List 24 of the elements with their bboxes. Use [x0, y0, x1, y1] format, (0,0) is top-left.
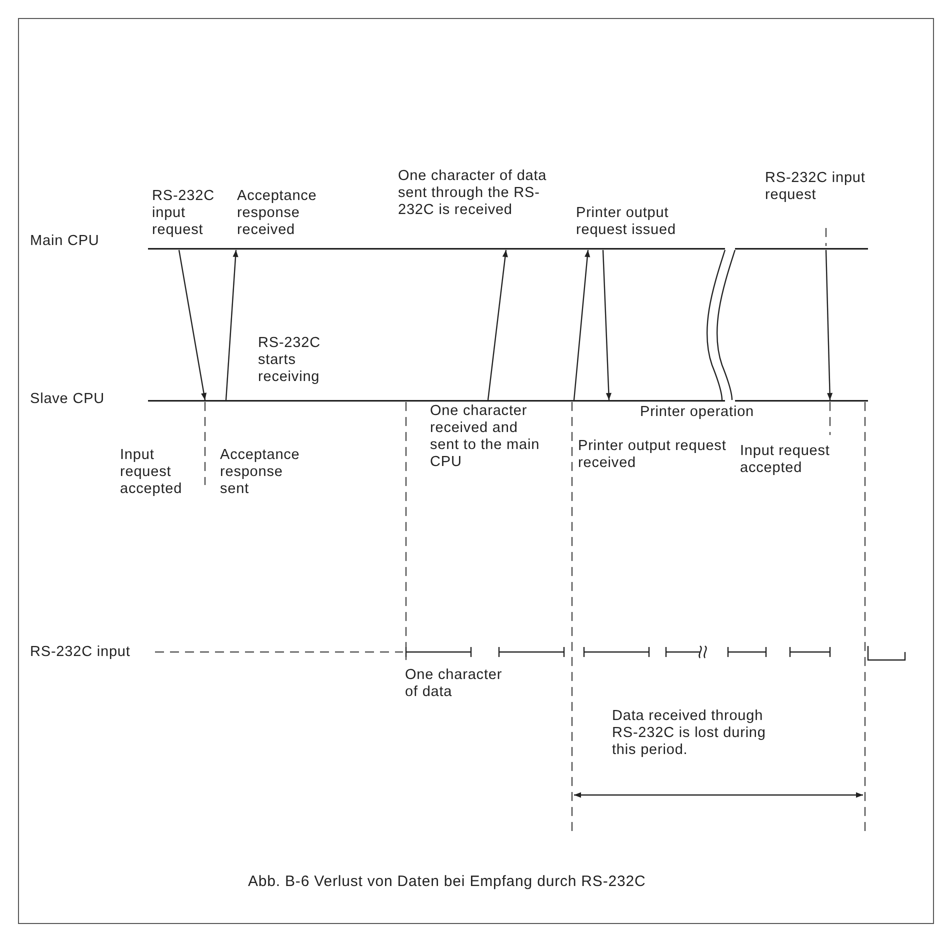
annotation: RS-232C input request [152, 188, 216, 239]
arrow [573, 250, 590, 400]
arrow [825, 250, 833, 400]
annotation: One character of data sent through the RS-232C is received [398, 168, 548, 219]
annotation: Acceptance response received [237, 188, 318, 239]
timeline-label: Main CPU [30, 233, 100, 250]
annotation: RS-232C input [30, 644, 130, 661]
arrow [602, 250, 612, 400]
annotation: Acceptance response sent [220, 447, 301, 498]
annotation: Input request accepted [740, 443, 831, 477]
annotation: Printer output request issued [576, 205, 677, 239]
arrow [178, 250, 207, 400]
annotation: RS-232C starts receiving [258, 335, 322, 386]
arrow [225, 250, 238, 400]
figure-caption: Abb. B-6 Verlust von Daten bei Empfang durch RS-232C [248, 873, 646, 890]
annotation: Data received through RS-232C is lost during this period. [612, 708, 767, 759]
arrow [487, 250, 508, 400]
annotation: Input request accepted [120, 447, 184, 498]
annotation: Printer operation [640, 404, 754, 421]
annotation: RS-232C input request [765, 170, 866, 204]
annotation: One character received and sent to the main CPU [430, 403, 541, 471]
annotation: One character of data [405, 667, 504, 701]
timeline-label: Slave CPU [30, 391, 105, 408]
annotation: Printer output request received [578, 438, 728, 472]
